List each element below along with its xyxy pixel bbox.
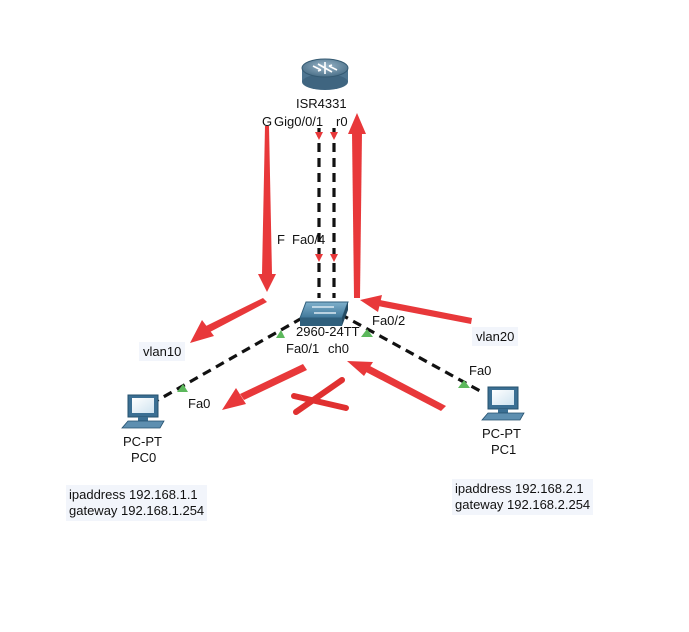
pc0-gateway-text: gateway 192.168.1.254 (69, 503, 205, 518)
router-name-fragment-label: r0 (336, 114, 348, 129)
router-icon[interactable] (301, 58, 349, 90)
pc0-ip-note: ipaddress 192.168.1.1 gateway 192.168.1.… (66, 485, 208, 521)
vlan20-label: vlan20 (472, 327, 519, 346)
pc1-type-label: PC-PT (482, 426, 521, 441)
pc0-type-label: PC-PT (123, 434, 162, 449)
router-port-gig-label: Gig0/0/1 (274, 114, 324, 129)
switch-port-fa04-label: Fa0/4 (292, 232, 326, 247)
red-cross-mark (291, 377, 349, 415)
switch-name-fragment-label: ch0 (328, 341, 349, 356)
link-switch-pc1 (339, 312, 483, 394)
link-up-indicator-fa01 (276, 330, 285, 338)
pc1-ip-text: ipaddress 192.168.2.1 (455, 481, 584, 496)
pc1-name-label: PC1 (491, 442, 517, 457)
link-indicator-router-a (315, 132, 323, 140)
router-port-g-label: G (262, 114, 273, 129)
link-up-indicator-pc1 (458, 380, 470, 388)
link-indicator-router-b (330, 132, 338, 140)
pc1-port-fa0-label: Fa0 (469, 363, 492, 378)
red-arrow-up-right (348, 113, 366, 298)
switch-port-f-label: F (277, 232, 285, 247)
red-arrow-from-vlan20 (360, 295, 472, 324)
red-arrow-to-pc0 (222, 364, 307, 410)
annotation-arrows (190, 113, 472, 411)
pc0-name-label: PC0 (131, 450, 157, 465)
link-up-indicator-fa02 (361, 329, 373, 337)
switch-port-fa01-label: Fa0/1 (286, 341, 320, 356)
router-model-label: ISR4331 (296, 96, 347, 111)
links (157, 128, 483, 402)
red-arrow-down-left (258, 126, 276, 292)
pc1-icon[interactable] (481, 386, 525, 421)
pc0-ip-text: ipaddress 192.168.1.1 (69, 487, 198, 502)
switch-model-label: 2960-24TT (296, 324, 360, 339)
red-arrow-from-pc1 (347, 361, 446, 411)
vlan10-label: vlan10 (139, 342, 186, 361)
switch-port-fa02-label: Fa0/2 (372, 313, 406, 328)
switch-icon[interactable] (299, 301, 349, 326)
link-up-indicator-pc0 (177, 384, 188, 392)
link-indicator-switch-b (330, 254, 338, 262)
pc1-gateway-text: gateway 192.168.2.254 (455, 497, 591, 512)
link-indicator-switch-a (315, 254, 323, 262)
red-arrow-to-vlan10 (190, 298, 267, 343)
pc0-port-fa0-label: Fa0 (188, 396, 211, 411)
link-indicators (177, 132, 470, 392)
pc1-ip-note: ipaddress 192.168.2.1 gateway 192.168.2.… (452, 479, 594, 515)
pc0-icon[interactable] (121, 394, 165, 429)
